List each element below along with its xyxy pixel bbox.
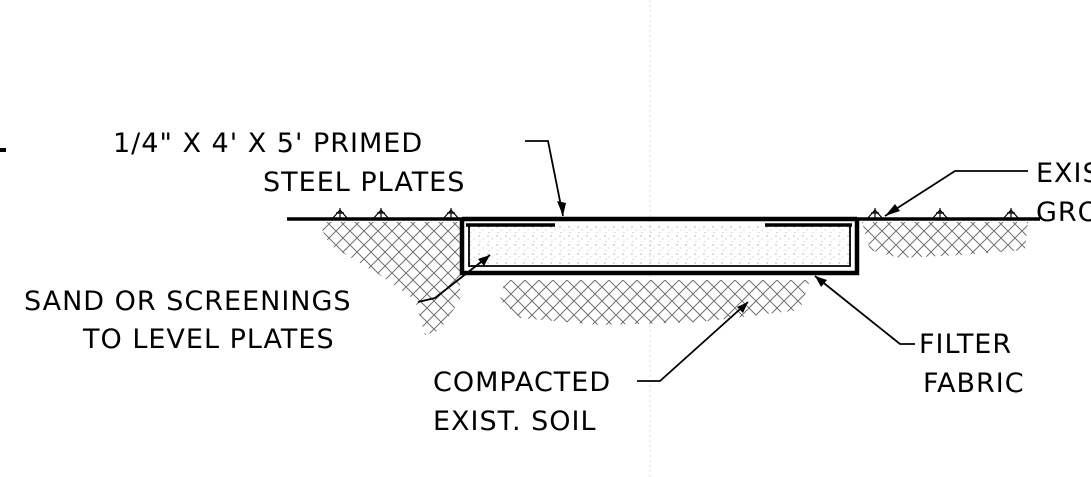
exist-ground-leader-arrow [885, 204, 900, 216]
sand-leader [417, 254, 491, 303]
sand-fill [466, 226, 850, 266]
soil-leader-arrow [737, 302, 748, 313]
soil-hatch-left [318, 222, 460, 335]
excavation-outline [459, 219, 860, 276]
filter-fabric-leader-arrow [815, 276, 827, 287]
plates-leader [525, 140, 564, 217]
soil-label-line2: EXIST. SOIL [433, 406, 597, 437]
sand-label-line2: TO LEVEL PLATES [82, 324, 335, 355]
filter-fabric-outline [468, 226, 851, 267]
soil-label-line1: COMPACTED [433, 367, 611, 398]
edge-tick-mark [0, 148, 6, 152]
soil-hatch-bottom [500, 280, 810, 325]
plates-leader-arrow [557, 201, 566, 216]
plates-label-line1: 1/4" X 4' X 5' PRIMED [113, 128, 423, 159]
exist-ground-label-line2: GROU [1036, 197, 1091, 228]
filter-fabric-leader [814, 275, 915, 345]
filter-fabric-label-line1: FILTER [919, 329, 1012, 360]
plates-label-line2: STEEL PLATES [263, 167, 465, 198]
sand-leader-arrow [478, 255, 490, 266]
exist-ground-leader [884, 170, 1028, 217]
sand-label-line1: SAND OR SCREENINGS [24, 286, 352, 317]
soil-leader [637, 301, 749, 382]
filter-fabric-label-line2: FABRIC [923, 368, 1025, 399]
soil-hatch-right [862, 222, 1028, 258]
grass-tufts [331, 208, 1020, 220]
exist-ground-label-line1: EXIST [1036, 158, 1091, 189]
